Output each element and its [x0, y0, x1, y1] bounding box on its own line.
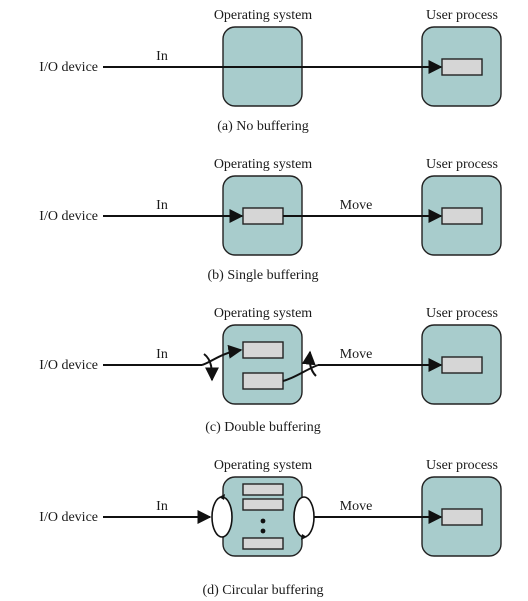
- os-box: [222, 324, 303, 405]
- os-buffer-n: [242, 537, 284, 550]
- out-switch-line: [282, 364, 319, 382]
- caption-b: (b) Single buffering: [208, 268, 319, 283]
- io-device-label: I/O device: [39, 510, 98, 525]
- in-label: In: [156, 49, 168, 64]
- in-label: In: [156, 347, 168, 362]
- panel-c-double-buffering: Operating system User process I/O device…: [39, 306, 502, 435]
- in-switch-arrow-up: [201, 344, 243, 366]
- os-label: Operating system: [214, 306, 312, 321]
- ellipsis-dot-2: [260, 528, 266, 534]
- os-label: Operating system: [214, 458, 312, 473]
- in-switch-arrow-down: [203, 353, 219, 382]
- move-label: Move: [340, 198, 373, 213]
- input-ring-arrowhead: [219, 494, 225, 500]
- in-label: In: [156, 198, 168, 213]
- user-buffer: [441, 356, 483, 374]
- os-buffer-2: [242, 498, 284, 511]
- user-buffer: [441, 207, 483, 225]
- panel-b-single-buffering: Operating system User process I/O device…: [39, 157, 502, 283]
- panel-d-circular-buffering: Operating system User process I/O device…: [39, 458, 502, 598]
- user-buffer: [441, 58, 483, 76]
- os-buffer-1: [242, 341, 284, 359]
- user-process-label: User process: [426, 8, 498, 23]
- os-label: Operating system: [214, 8, 312, 23]
- io-device-label: I/O device: [39, 209, 98, 224]
- ellipsis-dot-1: [260, 518, 266, 524]
- os-buffer-1: [242, 483, 284, 496]
- output-ring-arrowhead: [301, 534, 307, 540]
- os-buffer: [242, 207, 284, 225]
- input-ring: [211, 496, 233, 538]
- in-label: In: [156, 499, 168, 514]
- user-process-label: User process: [426, 157, 498, 172]
- output-ring: [293, 496, 315, 538]
- os-label: Operating system: [214, 157, 312, 172]
- io-device-label: I/O device: [39, 358, 98, 373]
- os-buffer-2: [242, 372, 284, 390]
- move-label: Move: [340, 499, 373, 514]
- caption-a: (a) No buffering: [217, 119, 309, 134]
- move-label: Move: [340, 347, 373, 362]
- caption-d: (d) Circular buffering: [202, 583, 323, 598]
- panel-a-no-buffering: Operating system User process I/O device…: [39, 8, 502, 134]
- out-switch-arrow-up: [301, 350, 317, 377]
- io-device-label: I/O device: [39, 60, 98, 75]
- user-process-label: User process: [426, 458, 498, 473]
- user-process-label: User process: [426, 306, 498, 321]
- caption-c: (c) Double buffering: [205, 420, 321, 435]
- user-buffer: [441, 508, 483, 526]
